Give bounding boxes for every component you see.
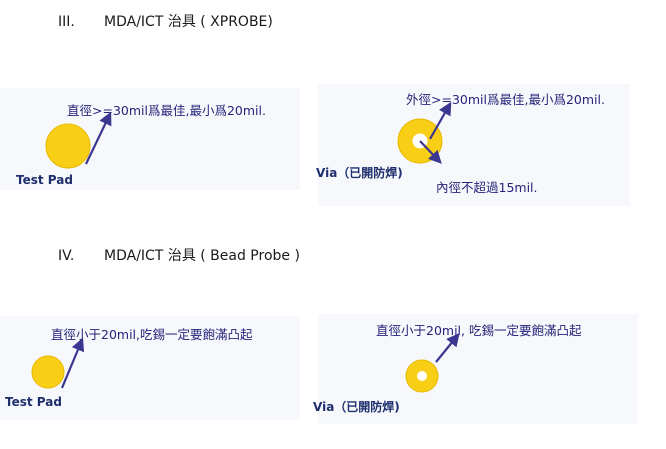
xprobe-via-label: Via（已開防焊) (316, 166, 403, 180)
section-4-title: MDA/ICT 治具 ( Bead Probe ) (104, 248, 300, 264)
bead-via-panel (318, 314, 638, 424)
xprobe-via-inner-arrow (419, 140, 442, 164)
xprobe-via-outer-arrow (429, 101, 452, 140)
xprobe-testpad-note: 直徑>=30mil爲最佳,最小爲20mil. (67, 103, 266, 118)
bead-testpad-arrow (60, 337, 85, 389)
xprobe-testpad-label: Test Pad (16, 173, 73, 187)
bead-via-arrow (435, 332, 460, 363)
xprobe-testpad-arrow (85, 111, 112, 165)
bead-testpad-label: Test Pad (5, 395, 62, 409)
xprobe-test-pad (45, 123, 91, 169)
xprobe-via-inner-note: 內徑不超過15mil. (436, 180, 538, 195)
section-3-heading: III. MDA/ICT 治具 ( XPROBE) (58, 11, 273, 31)
xprobe-via-panel (318, 84, 630, 206)
section-3-title: MDA/ICT 治具 ( XPROBE) (104, 14, 273, 30)
bead-via-hole (417, 371, 427, 381)
bead-via-note: 直徑小于20mil, 吃錫一定要飽滿凸起 (376, 323, 582, 338)
section-3-numeral: III. (58, 14, 75, 30)
section-4-heading: IV. MDA/ICT 治具 ( Bead Probe ) (58, 245, 300, 265)
bead-via-label: Via（已開防焊) (313, 400, 400, 414)
section-4-numeral: IV. (58, 248, 75, 264)
bead-test-pad (31, 355, 65, 389)
xprobe-via-outer-note: 外徑>=30mil爲最佳,最小爲20mil. (406, 92, 605, 107)
bead-testpad-note: 直徑小于20mil,吃錫一定要飽滿凸起 (51, 327, 253, 342)
